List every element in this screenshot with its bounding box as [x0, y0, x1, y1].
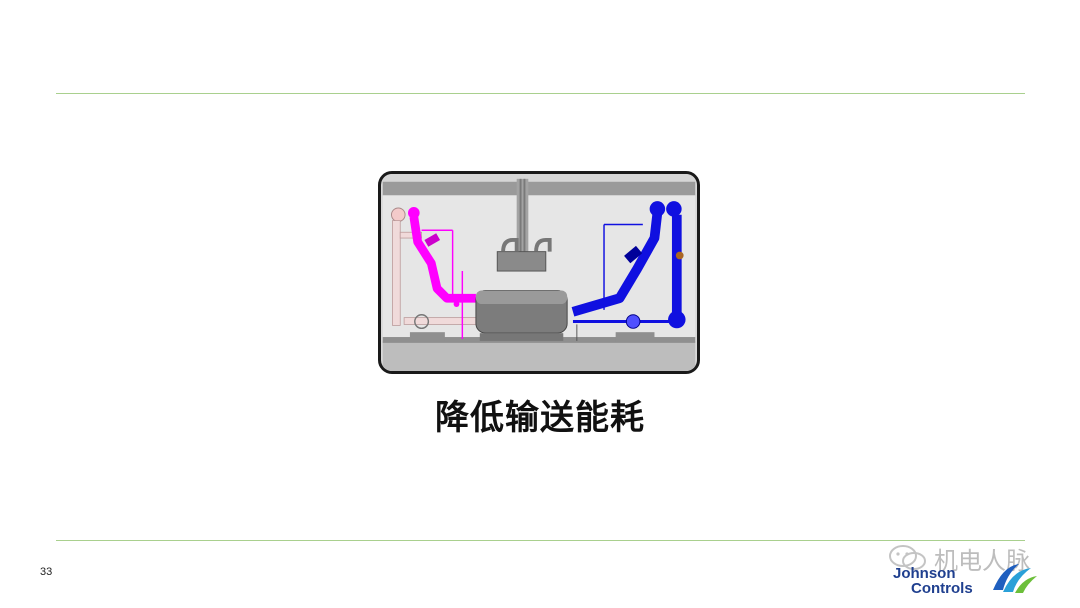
slide-caption: 降低输送能耗	[435, 398, 645, 438]
johnson-controls-logo: Johnson Controls	[893, 560, 1053, 604]
watermark: 机电人脉	[888, 540, 1030, 576]
watermark-text: 机电人脉	[934, 546, 1030, 575]
top-divider	[56, 93, 1025, 94]
logo-swoosh-icon	[993, 564, 1037, 593]
pump-piping-diagram	[382, 174, 696, 371]
logo-line-1: Johnson	[893, 565, 956, 582]
logo-line-2: Controls	[911, 580, 973, 597]
chiller-plant-illustration	[378, 171, 700, 374]
bottom-divider	[56, 540, 1025, 541]
page-number: 33	[40, 566, 53, 578]
wechat-icon	[889, 545, 926, 570]
logo-wordmark: Johnson Controls	[893, 566, 973, 596]
